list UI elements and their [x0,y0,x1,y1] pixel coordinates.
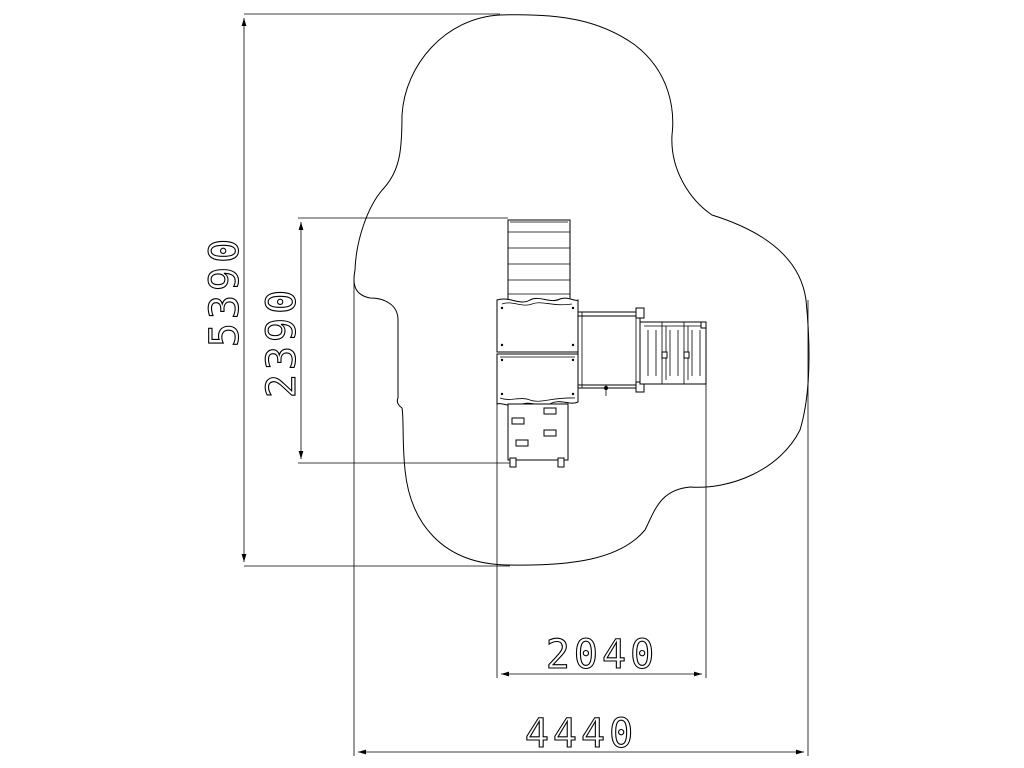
equipment-width-label: 2040 [546,632,658,678]
climbing-panel [507,403,569,468]
safety-zone-outline [353,14,810,566]
upper-platform [496,297,579,353]
bridge [577,307,645,396]
dimension-overall-height: 5390 [201,13,510,567]
dimension-equipment-width: 2040 [496,382,707,679]
play-equipment [496,219,707,468]
dimension-overall-width: 4440 [353,280,809,758]
dimension-equipment-height: 2390 [258,217,510,464]
tower-deck [639,321,707,385]
ladder [507,219,571,303]
overall-width-label: 4440 [525,711,637,757]
lower-platform [496,353,579,407]
equipment-height-label: 2390 [259,286,305,398]
overall-height-label: 5390 [202,235,248,347]
